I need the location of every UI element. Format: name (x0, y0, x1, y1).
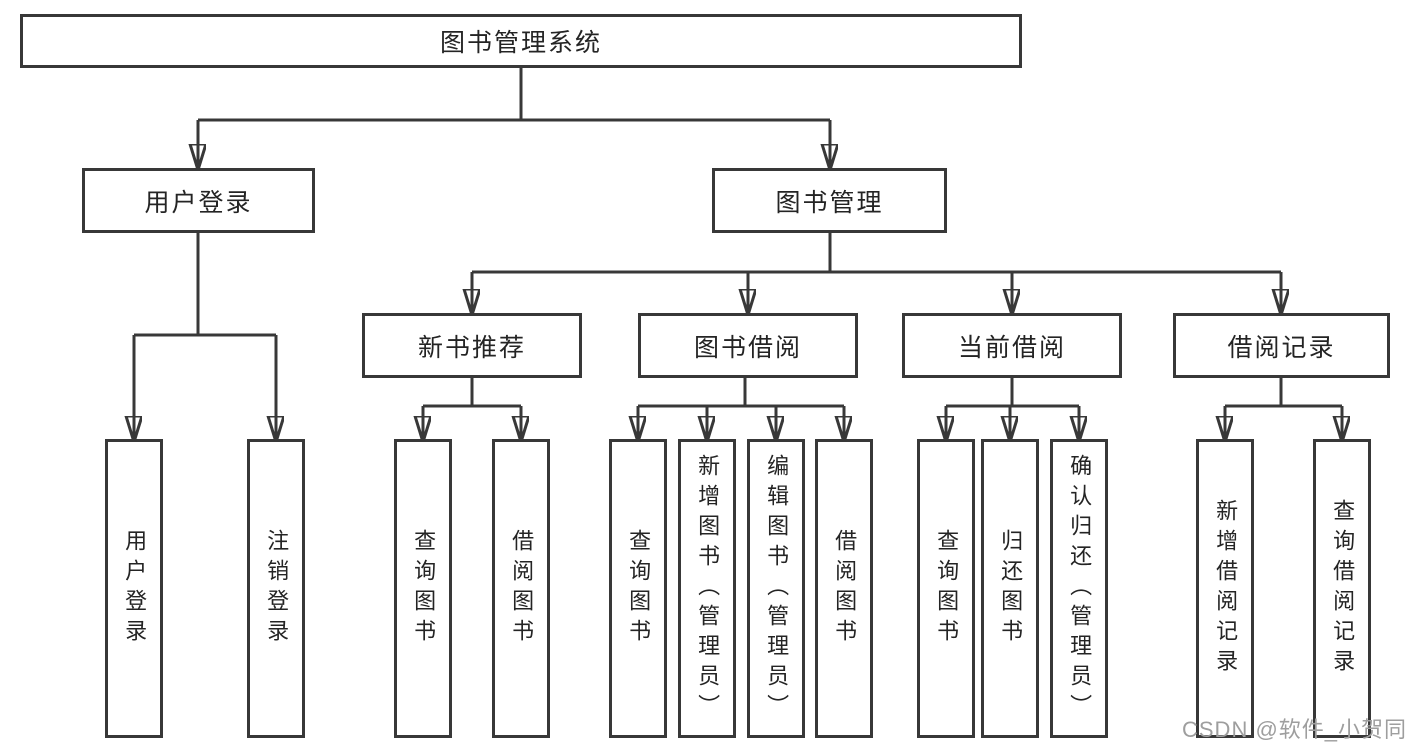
leaf-label: 借阅图书 (509, 528, 535, 649)
leaf-label: 查询图书 (934, 528, 960, 649)
leaf-cb-return-books: 归还图书 (981, 439, 1039, 738)
leaf-cb-query-books: 查询图书 (917, 439, 975, 738)
leaf-label: 归还图书 (998, 528, 1024, 649)
node-root: 图书管理系统 (20, 14, 1022, 68)
node-label: 图书借阅 (693, 333, 802, 362)
leaf-nbr-query-books: 查询图书 (394, 439, 452, 738)
leaf-user-login: 用户登录 (105, 439, 163, 738)
leaf-label: 确认归还（管理员） (1067, 453, 1093, 724)
node-label: 当前借阅 (957, 333, 1066, 362)
leaf-label: 查询图书 (626, 528, 652, 649)
leaf-br-query-borrow-record: 查询借阅记录 (1313, 439, 1371, 738)
leaf-label: 编辑图书（管理员） (764, 453, 790, 724)
leaf-nbr-borrow-books: 借阅图书 (492, 439, 550, 738)
leaf-label: 注销登录 (264, 528, 290, 649)
leaf-cb-confirm-return-admin: 确认归还（管理员） (1050, 439, 1108, 738)
leaf-label: 新增借阅记录 (1213, 498, 1239, 679)
leaf-bb-borrow-books: 借阅图书 (815, 439, 873, 738)
node-label: 借阅记录 (1227, 333, 1336, 362)
node-borrowing-records: 借阅记录 (1173, 313, 1390, 378)
leaf-label: 查询图书 (411, 528, 437, 649)
leaf-bb-add-books-admin: 新增图书（管理员） (678, 439, 736, 738)
leaf-bb-query-books: 查询图书 (609, 439, 667, 738)
leaf-label: 查询借阅记录 (1330, 498, 1356, 679)
node-user-login: 用户登录 (82, 168, 315, 233)
leaf-br-add-borrow-record: 新增借阅记录 (1196, 439, 1254, 738)
node-new-book-recommendation: 新书推荐 (362, 313, 582, 378)
node-label: 用户登录 (144, 188, 253, 217)
node-label: 图书管理系统 (439, 29, 602, 57)
node-label: 新书推荐 (417, 333, 526, 362)
node-label: 图书管理 (775, 188, 884, 217)
leaf-label: 新增图书（管理员） (695, 453, 721, 724)
watermark: CSDN @软件_小贺同学 (1182, 717, 1405, 742)
leaf-label: 用户登录 (122, 528, 148, 649)
leaf-label: 借阅图书 (832, 528, 858, 649)
node-current-borrowing: 当前借阅 (902, 313, 1122, 378)
leaf-bb-edit-books-admin: 编辑图书（管理员） (747, 439, 805, 738)
node-book-management: 图书管理 (712, 168, 947, 233)
node-book-borrowing: 图书借阅 (638, 313, 858, 378)
leaf-logout-login: 注销登录 (247, 439, 305, 738)
